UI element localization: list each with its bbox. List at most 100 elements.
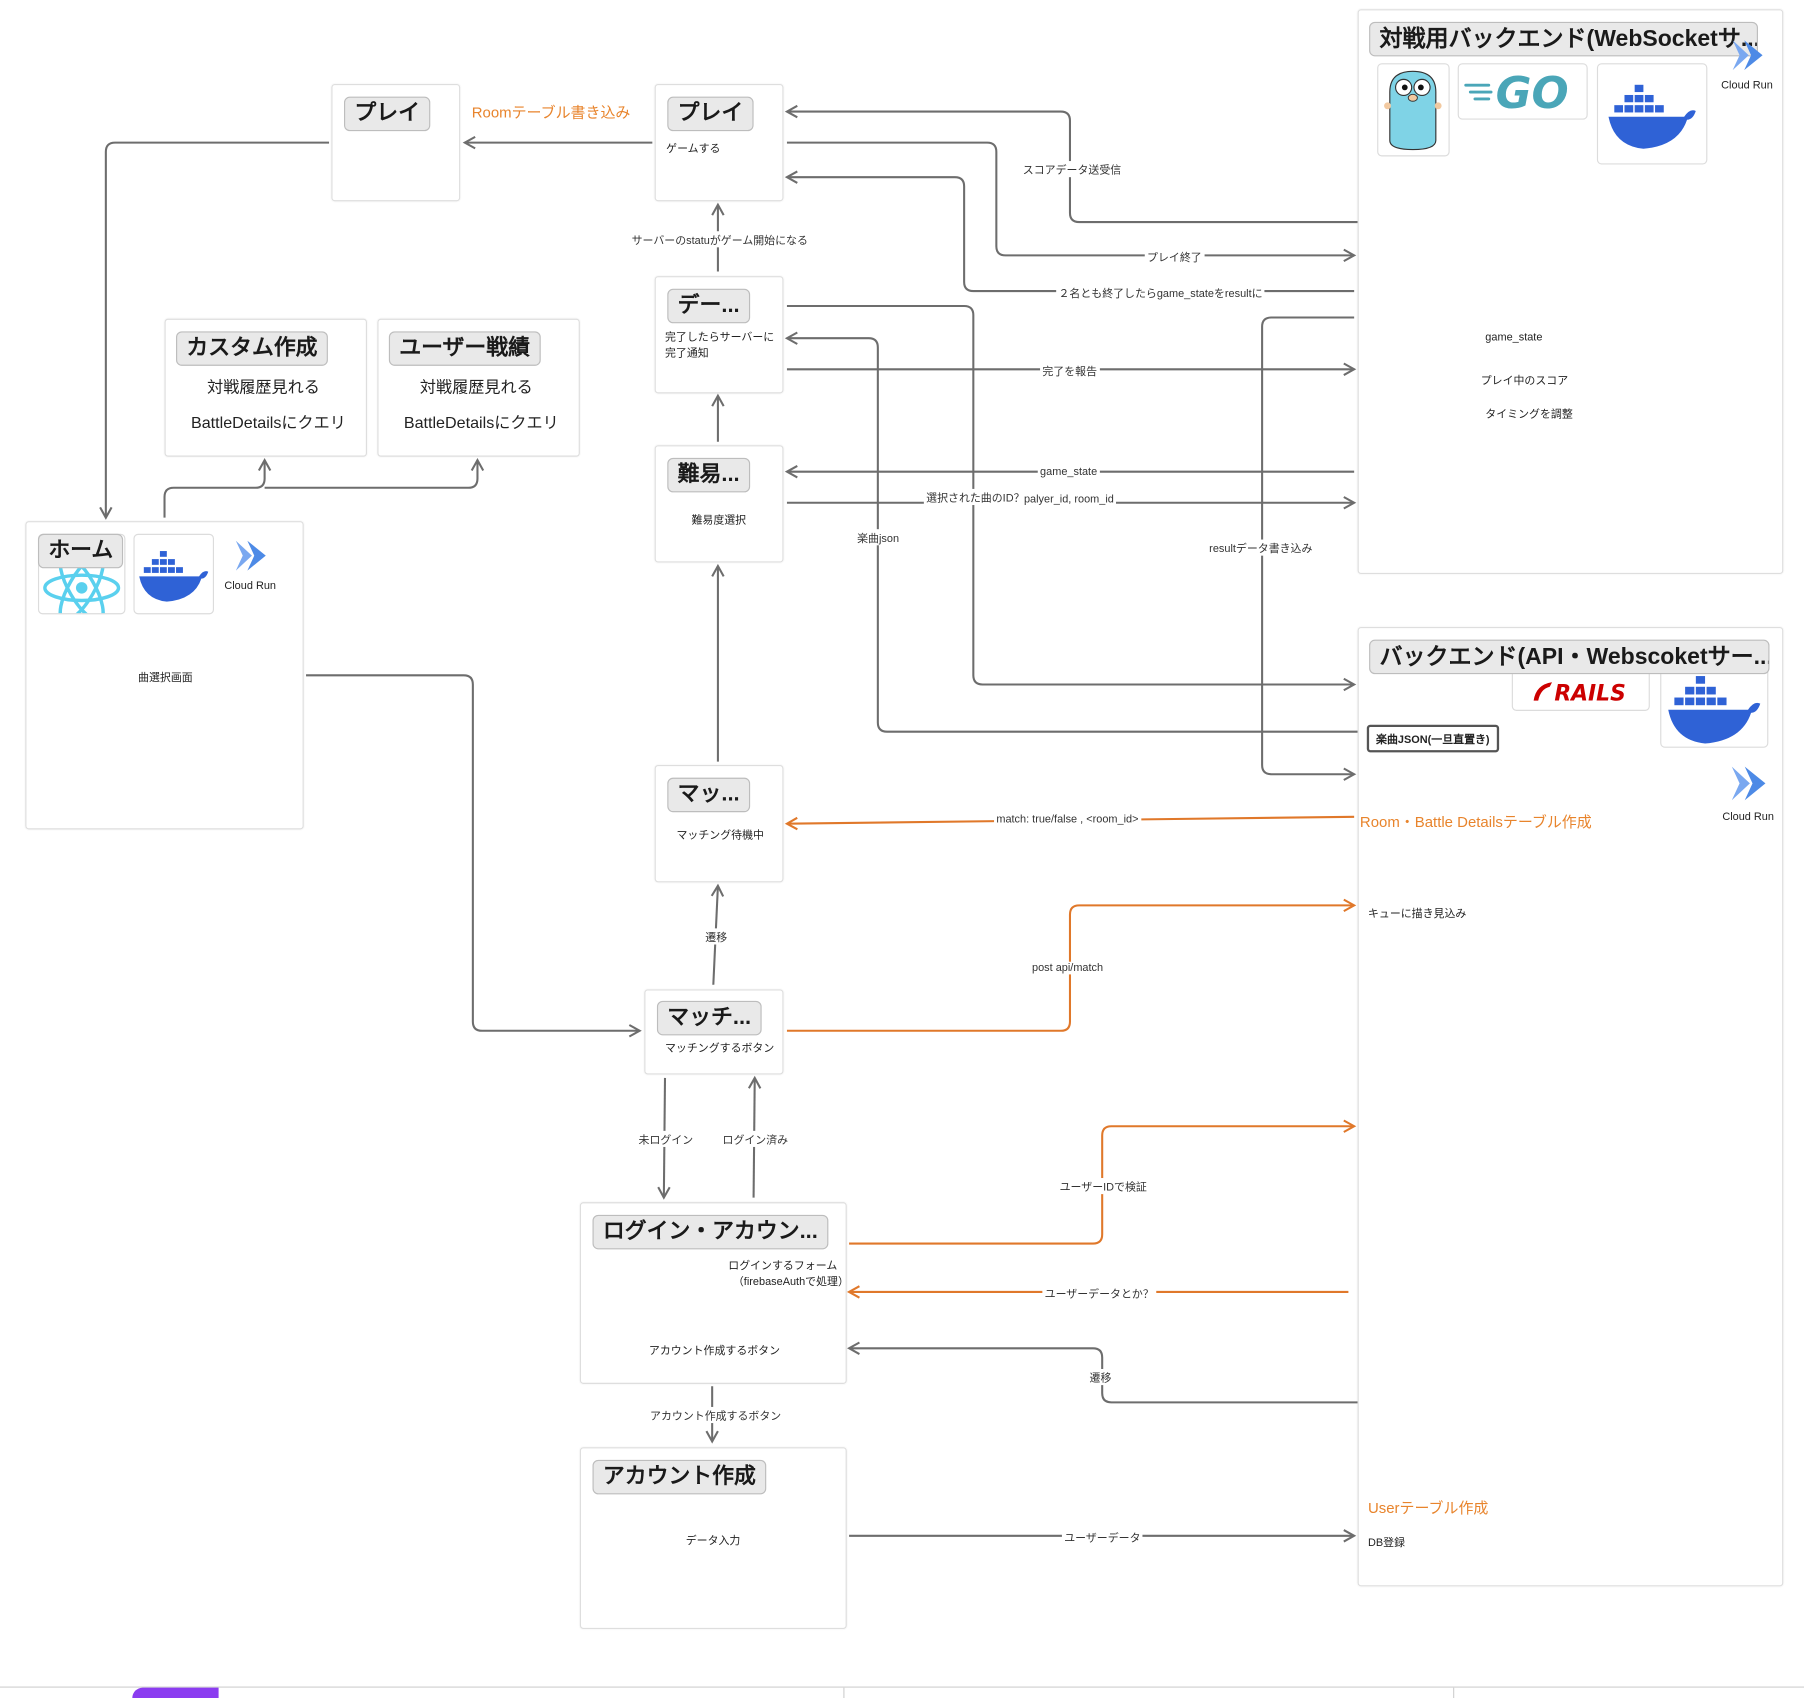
cloud-run-icon — [235, 540, 266, 571]
node-login[interactable]: ログイン・アカウン... ログインするフォーム （firebaseAuthで処理… — [579, 1202, 849, 1384]
cloud-run-label-home: Cloud Run — [224, 579, 276, 593]
node-home[interactable]: ホーム Cloud Run 曲選択画面 — [25, 521, 304, 830]
rails-logo-icon: RAILS — [1533, 682, 1626, 707]
node-backend-title: バックエンド(API・Webscoketサー... — [1369, 639, 1770, 675]
battle-text-timing: タイミングを調整 — [1485, 408, 1573, 422]
cloud-run-icon — [1731, 766, 1766, 801]
node-account-create[interactable]: アカウント作成 データ入力 — [579, 1447, 847, 1629]
docker-logo-box-home — [133, 533, 214, 615]
edge-label-logged: ログイン済み — [720, 1130, 791, 1147]
edge-play-end — [786, 141, 1357, 263]
edge-label-transition-login: 遷移 — [1087, 1368, 1114, 1386]
node-match-button[interactable]: マッチ... マッチングするボタン — [644, 989, 784, 1075]
cloud-run-label-battle: Cloud Run — [1721, 79, 1773, 93]
docker-logo-box-battle — [1596, 63, 1708, 165]
node-account-create-sub: データ入力 — [685, 1534, 741, 1548]
node-difficulty[interactable]: 難易... 難易度選択 — [654, 445, 784, 563]
edge-label-user-data: ユーザーデータ — [1061, 1528, 1143, 1546]
gopher-logo-box — [1377, 63, 1450, 157]
node-play-left-title: プレイ — [344, 96, 431, 132]
node-data-line2: 完了通知 — [664, 347, 709, 361]
node-matching-wait-sub: マッチング待機中 — [676, 829, 764, 843]
node-login-line1: ログインするフォーム — [728, 1259, 838, 1273]
node-login-title: ログイン・アカウン... — [592, 1214, 829, 1250]
battle-text-game-state: game_state — [1485, 331, 1543, 344]
node-matching-wait-title: マッ... — [667, 777, 750, 813]
node-login-line3: アカウント作成するボタン — [648, 1344, 781, 1358]
edge-label-play-end: プレイ終了 — [1144, 248, 1205, 265]
battle-text-score: プレイ中のスコア — [1480, 375, 1569, 388]
node-data-title: デー... — [667, 288, 750, 324]
edge-play-left-to-home — [99, 141, 330, 520]
node-custom[interactable]: カスタム作成 対戦履歴見れる BattleDetailsにクエリ — [164, 318, 368, 457]
go-logo-icon: GO — [1464, 68, 1569, 119]
node-account-create-title: アカウント作成 — [592, 1459, 767, 1495]
node-user-record-line2: BattleDetailsにクエリ — [403, 412, 559, 432]
node-custom-line2: BattleDetailsにクエリ — [190, 412, 346, 432]
go-logo-box: GO — [1457, 63, 1588, 120]
rails-logo-box: RAILS — [1511, 669, 1650, 711]
node-custom-title: カスタム作成 — [176, 331, 328, 366]
cloud-run-label-backend: Cloud Run — [1722, 811, 1774, 824]
edge-label-server-status: サーバーのstatuがゲーム開始になる — [629, 231, 811, 248]
edge-label-player-room: palyer_id, room_id — [1021, 493, 1117, 507]
edge-label-game-state: game_state — [1037, 465, 1100, 479]
edge-label-match-result: match: true/false , <room_id> — [994, 813, 1141, 826]
node-backend[interactable]: RAILS バックエンド(API・Webscoketサー... 楽曲JSON(一… — [1357, 626, 1784, 1587]
edge-label-user-data-q: ユーザーデータとか？ — [1042, 1285, 1157, 1302]
node-play-left[interactable]: プレイ — [331, 83, 461, 202]
node-home-sub: 曲選択画面 — [138, 671, 193, 685]
edge-label-both-end: ２名とも終了したらgame_stateをresultに — [1056, 284, 1265, 301]
edge-label-room-write: Roomテーブル書き込み — [471, 100, 631, 122]
node-data[interactable]: デー... 完了したらサーバーに 完了通知 — [654, 276, 784, 394]
cloud-run-icon — [1732, 40, 1763, 71]
footer-divider — [843, 1687, 845, 1698]
node-play[interactable]: プレイ ゲームする — [654, 83, 784, 202]
edge-label-report-done: 完了を報告 — [1040, 362, 1100, 379]
node-user-record-line1: 対戦履歴見れる — [419, 377, 533, 396]
node-battle-backend-title: 対戦用バックエンド(WebSocketサ... — [1369, 21, 1758, 57]
edge-home-to-match — [306, 674, 642, 1038]
gopher-icon — [1384, 70, 1442, 151]
edge-label-selected-song: 選択された曲のID？ — [923, 488, 1027, 506]
node-difficulty-sub: 難易度選択 — [691, 514, 747, 527]
rails-logo-text: RAILS — [1554, 682, 1626, 707]
docker-icon — [1668, 676, 1761, 744]
user-table-label: Userテーブル作成 — [1367, 1498, 1489, 1517]
footer-divider — [1453, 1687, 1455, 1698]
docker-icon — [139, 551, 209, 602]
edge-label-verify-user: ユーザーIDで検証 — [1057, 1178, 1150, 1195]
cloud-run-icon-backend — [1729, 762, 1770, 811]
room-table-label: Room・Battle Detailsテーブル作成 — [1359, 813, 1592, 831]
node-play-sub: ゲームする — [666, 142, 721, 156]
song-json-box: 楽曲JSON(一旦直置き) — [1366, 724, 1499, 753]
edge-label-post-match: post api/match — [1029, 961, 1106, 975]
node-play-title: プレイ — [667, 96, 754, 132]
queue-label: キューに描き見込み — [1367, 907, 1467, 921]
footer-purple-tab[interactable] — [132, 1687, 219, 1698]
node-login-line2: （firebaseAuthで処理） — [732, 1275, 849, 1289]
docker-icon — [1608, 84, 1696, 149]
node-custom-line1: 対戦履歴見れる — [207, 377, 320, 396]
node-difficulty-title: 難易... — [667, 457, 750, 493]
edge-label-score-send: スコアデータ送受信 — [1020, 161, 1124, 178]
edge-both-end — [784, 170, 1355, 293]
node-data-line1: 完了したらサーバーに — [664, 331, 775, 344]
edge-home-to-custom — [163, 458, 272, 518]
edge-label-account-btn: アカウント作成するボタン — [647, 1406, 784, 1424]
node-user-record-title: ユーザー戦績 — [388, 331, 541, 366]
node-match-button-title: マッチ... — [656, 1000, 762, 1036]
go-logo-text: GO — [1496, 68, 1569, 118]
node-matching-wait[interactable]: マッ... マッチング待機中 — [654, 765, 784, 883]
db-register-label: DB登録 — [1367, 1536, 1406, 1550]
edge-label-song-json: 楽曲json — [854, 529, 902, 546]
node-battle-backend[interactable]: 対戦用バックエンド(WebSocketサ... GO — [1357, 9, 1784, 575]
bottom-toolbar-strip — [0, 1685, 1804, 1698]
node-user-record[interactable]: ユーザー戦績 対戦履歴見れる BattleDetailsにクエリ — [377, 318, 580, 457]
edge-label-result-write: resultデータ書き込み — [1206, 539, 1315, 556]
node-home-title: ホーム — [37, 533, 124, 569]
edge-label-not-logged: 未ログイン — [636, 1130, 696, 1147]
cloud-run-icon-home — [234, 538, 271, 578]
cloud-run-icon-battle — [1729, 38, 1768, 78]
